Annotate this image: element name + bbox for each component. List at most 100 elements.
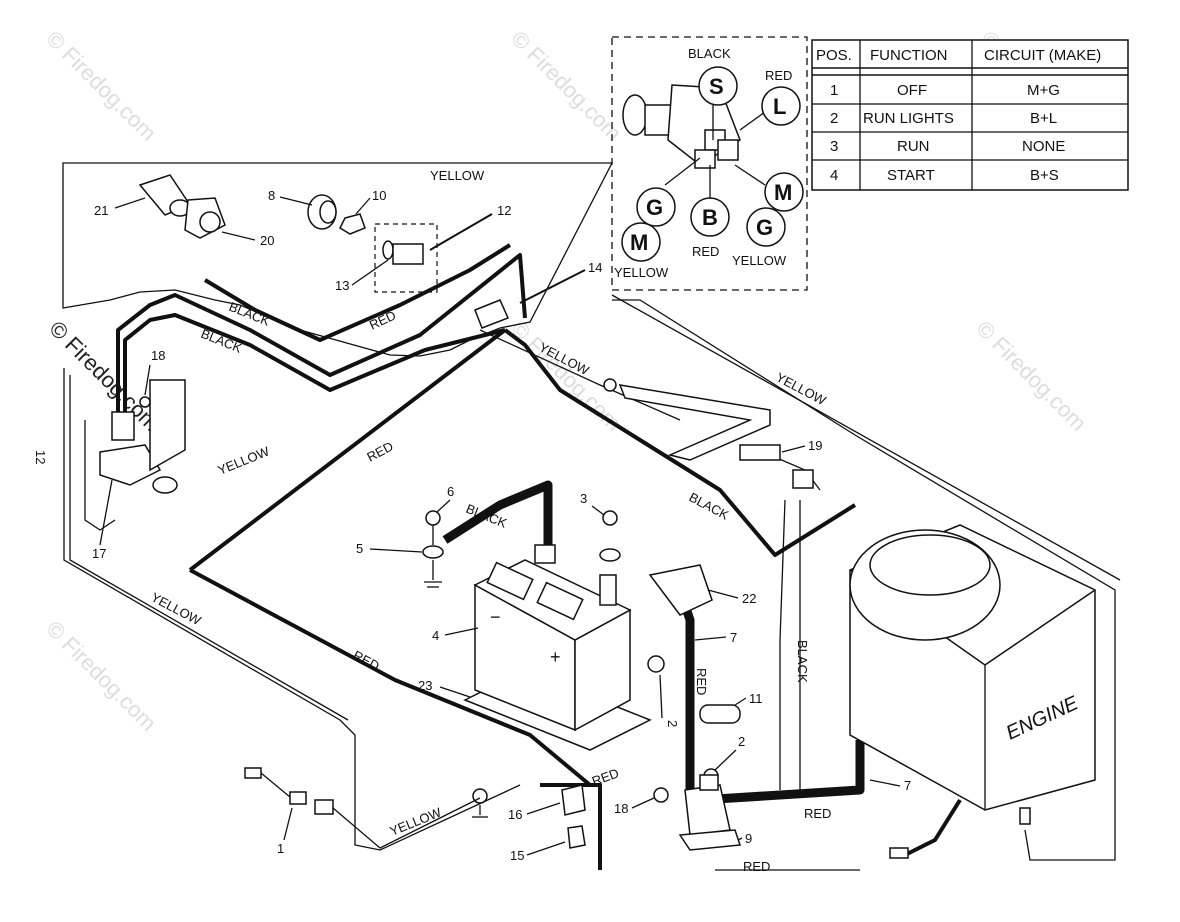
part-number: 1 xyxy=(277,841,284,856)
wire-label: RED xyxy=(590,765,621,788)
terminal-m2-circle xyxy=(621,222,661,262)
wire-label: RED xyxy=(367,308,398,333)
part-number: 18 xyxy=(614,801,628,816)
part-number: 2 xyxy=(665,720,680,727)
interlock-19 xyxy=(603,378,814,489)
table-cell: RUN xyxy=(897,138,930,155)
part-number: 6 xyxy=(447,484,454,499)
thin-wires xyxy=(63,294,1121,871)
terminal-b-circle xyxy=(690,197,730,237)
part-number: 13 xyxy=(335,278,349,293)
part-number: 22 xyxy=(742,591,756,606)
watermark: © Firedog.com xyxy=(971,316,1091,436)
harness-1 xyxy=(244,767,481,849)
part-number: 8 xyxy=(268,188,275,203)
part-number: 15 xyxy=(510,848,524,863)
switch-function-table: POS. FUNCTION CIRCUIT (MAKE) 1 OFF M+G 2… xyxy=(811,39,1129,191)
part-number: 3 xyxy=(580,491,587,506)
part-number: 16 xyxy=(508,807,522,822)
engine: ENGINE xyxy=(849,524,1096,859)
switch-yellow-left-label: YELLOW xyxy=(614,265,669,280)
part-number: 23 xyxy=(418,678,432,693)
hardware xyxy=(422,510,741,818)
part-number: 2 xyxy=(738,734,745,749)
table-header-circuit: CIRCUIT (MAKE) xyxy=(984,47,1101,64)
dash-parts xyxy=(138,174,510,329)
fuse-holder-11 xyxy=(699,704,741,724)
fuse-15 xyxy=(567,825,586,849)
key-switch-box xyxy=(374,223,438,293)
bracket-part xyxy=(149,379,186,472)
part-number: 5 xyxy=(356,541,363,556)
table-cell: 1 xyxy=(830,82,838,99)
table-cell: NONE xyxy=(1022,138,1065,155)
wire-label: BLACK xyxy=(795,640,810,683)
left-parts xyxy=(99,379,186,494)
terminal-g1-label: G xyxy=(646,195,663,220)
solenoid-9 xyxy=(678,774,742,851)
part-number: 18 xyxy=(151,348,165,363)
part-number: 17 xyxy=(92,546,106,561)
wire-label: YELLOW xyxy=(216,443,273,477)
wire-label: YELLOW xyxy=(430,168,485,183)
terminal-g1-circle xyxy=(636,187,676,227)
switch-terminals: S L G B M G M xyxy=(621,66,804,262)
wire-label: RED xyxy=(694,668,709,695)
table-cell: 2 xyxy=(830,110,838,127)
switch-19-part xyxy=(739,444,781,461)
battery-minus: − xyxy=(490,607,501,627)
fuse-holder-16 xyxy=(561,784,586,816)
terminal-boot-22 xyxy=(648,564,713,616)
watermark: © Firedog.com xyxy=(41,616,161,736)
switch-18-part xyxy=(111,411,135,441)
switch-red-top-label: RED xyxy=(765,68,792,83)
switch-wire-labels: BLACK RED RED YELLOW YELLOW xyxy=(614,46,792,280)
part-callouts: 21 20 8 10 12 13 14 18 17 12 19 6 5 3 22… xyxy=(33,188,911,863)
terminal-g2-circle xyxy=(746,207,786,247)
part-number: 12 xyxy=(497,203,511,218)
part-number: 12 xyxy=(33,450,48,464)
watermark: © Firedog.com xyxy=(44,316,164,436)
table-cell: 4 xyxy=(830,167,838,184)
part-number: 10 xyxy=(372,188,386,203)
table-cell: OFF xyxy=(897,82,927,99)
terminal-m2-label: M xyxy=(630,230,648,255)
negative-terminal xyxy=(534,544,556,564)
part-number: 7 xyxy=(730,630,737,645)
wire-label: YELLOW xyxy=(149,589,205,628)
harness-wires xyxy=(116,243,857,870)
wire-label: BLACK xyxy=(199,326,244,356)
terminal-s-circle xyxy=(698,66,738,106)
connector-part xyxy=(474,299,510,329)
part-number: 11 xyxy=(749,691,763,706)
table-header-function: FUNCTION xyxy=(870,47,948,64)
battery-plus: + xyxy=(550,647,561,667)
terminal-s-label: S xyxy=(709,74,724,99)
terminal-l-label: L xyxy=(773,94,786,119)
part-number: 21 xyxy=(94,203,108,218)
table-cell: START xyxy=(887,167,935,184)
wire-label: RED xyxy=(364,439,395,465)
table-cell: 3 xyxy=(830,138,838,155)
key-switch-part xyxy=(392,243,424,265)
part-number: 4 xyxy=(432,628,439,643)
battery-assembly: − + xyxy=(463,544,652,751)
switch-detail-box xyxy=(611,36,808,291)
battery-post xyxy=(599,574,617,606)
terminal-g2-label: G xyxy=(756,215,773,240)
nut-part xyxy=(339,213,366,235)
fuse-parts xyxy=(561,784,586,849)
watermark: © Firedog.com xyxy=(506,316,626,436)
terminal-b-label: B xyxy=(702,205,718,230)
wire-label: RED xyxy=(804,806,831,821)
part-number: 14 xyxy=(588,260,602,275)
switch-red-bottom-label: RED xyxy=(692,244,719,259)
table-cell: B+S xyxy=(1030,167,1059,184)
switch-yellow-right-label: YELLOW xyxy=(732,253,787,268)
watermark: © Firedog.com xyxy=(506,26,626,146)
watermark: © Firedog.com xyxy=(41,26,161,146)
table-cell: M+G xyxy=(1027,82,1060,99)
table-header-pos: POS. xyxy=(816,47,852,64)
dash-panel-outline xyxy=(62,162,614,357)
